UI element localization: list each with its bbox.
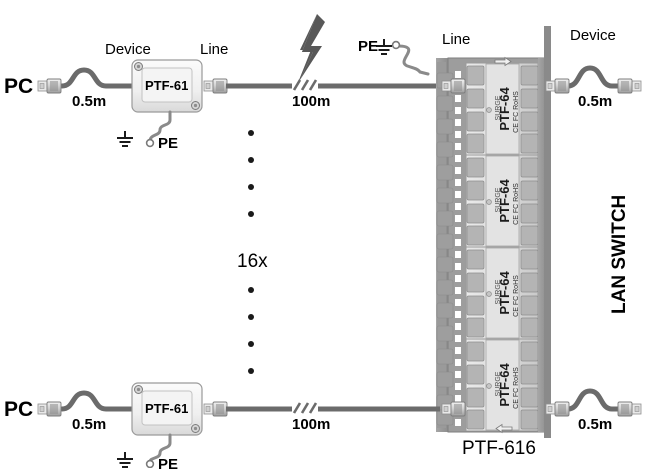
patch-cable-right-bottom [565,388,621,412]
label-ptf61-bottom: PTF-61 [145,401,189,416]
label-pe-left-bottom: PE [158,456,179,473]
svg-text:CE FC RoHS: CE FC RoHS [513,367,520,409]
label-length-left-top: 0.5m [72,93,107,110]
cable-break-marks-top [292,79,318,91]
label-line-left-top: Line [200,41,229,58]
long-line-cable-bottom [226,402,440,414]
ptf64-module: PTF-64 SURGE CE FC RoHS [465,246,539,340]
panel-latch-arrow [495,423,513,434]
label-pc-top: PC [4,75,34,98]
ground-symbol-panel [375,38,393,55]
label-device-left-top: Device [105,41,151,58]
ellipsis-dot [248,130,254,136]
ellipsis-dot [248,368,254,374]
rj45-plug-panel-line-top [441,78,466,94]
label-length-line-top: 100m [292,93,331,110]
ptf61-module-bottom [131,382,203,436]
ellipsis-dot [248,287,254,293]
panel-pe-wire [391,40,430,76]
ptf61-module-top [131,59,203,113]
svg-text:SURGE: SURGE [495,279,502,304]
label-repeat-count: 16x [237,251,268,272]
ellipsis-dot [248,211,254,217]
label-device-right-top: Device [570,27,616,44]
rj45-plug-pc-bottom [37,401,62,417]
svg-text:CE FC RoHS: CE FC RoHS [513,91,520,133]
svg-text:PTF-64: PTF-64 [497,363,512,407]
ellipsis-dot [248,184,254,190]
ptf64-module: PTF-64 SURGE CE FC RoHS [465,62,539,156]
label-pc-bottom: PC [4,398,34,421]
rj45-plug-switch-bottom [617,401,642,417]
ptf64-module: PTF-64 SURGE CE FC RoHS [465,154,539,248]
ground-symbol-left-top [116,130,134,147]
label-length-line-bottom: 100m [292,416,331,433]
label-line-panel-top: Line [442,31,471,48]
panel-latch-arrow [494,56,512,67]
patch-cable-left-bottom [59,390,137,412]
rj45-plug-line-left-top [203,78,228,94]
rj45-plug-device-right-bottom [545,401,570,417]
label-lan-switch: LAN SWITCH [609,194,630,314]
lightning-bolt-icon [299,14,325,80]
svg-text:SURGE: SURGE [495,95,502,120]
patch-cable-left-top [59,67,137,89]
label-length-left-bottom: 0.5m [72,416,107,433]
cable-break-marks-bottom [292,402,318,414]
label-length-right-bottom: 0.5m [578,416,613,433]
pe-wire-left-top [145,110,172,148]
svg-text:PTF-64: PTF-64 [497,271,512,315]
svg-text:SURGE: SURGE [495,187,502,212]
ptf616-rack-panel: PTF-64 SURGE CE FC RoHS [436,26,551,438]
label-pe-left-top: PE [158,135,179,152]
patch-cable-right-top [565,65,621,89]
ellipsis-dot [248,157,254,163]
rj45-plug-panel-line-bottom [441,401,466,417]
rj45-plug-device-right-top [545,78,570,94]
svg-text:SURGE: SURGE [495,371,502,396]
ground-symbol-left-bottom [116,451,134,468]
label-pe-panel: PE [358,38,379,55]
long-line-cable-top [226,79,440,91]
ellipsis-dot [248,341,254,347]
rj45-plug-pc-top [37,78,62,94]
ptf64-module-group: PTF-64 SURGE CE FC RoHS [465,62,539,432]
rj45-plug-switch-top [617,78,642,94]
ellipsis-dot [248,314,254,320]
svg-text:PTF-64: PTF-64 [497,87,512,131]
label-ptf61-top: PTF-61 [145,78,189,93]
rj45-plug-line-left-bottom [203,401,228,417]
label-panel-name: PTF-616 [462,438,536,459]
label-length-right-top: 0.5m [578,93,613,110]
svg-text:PTF-64: PTF-64 [497,179,512,223]
svg-text:CE FC RoHS: CE FC RoHS [513,183,520,225]
pe-wire-left-bottom [145,433,172,468]
svg-text:CE FC RoHS: CE FC RoHS [513,275,520,317]
ptf64-module: PTF-64 SURGE CE FC RoHS [465,338,539,432]
